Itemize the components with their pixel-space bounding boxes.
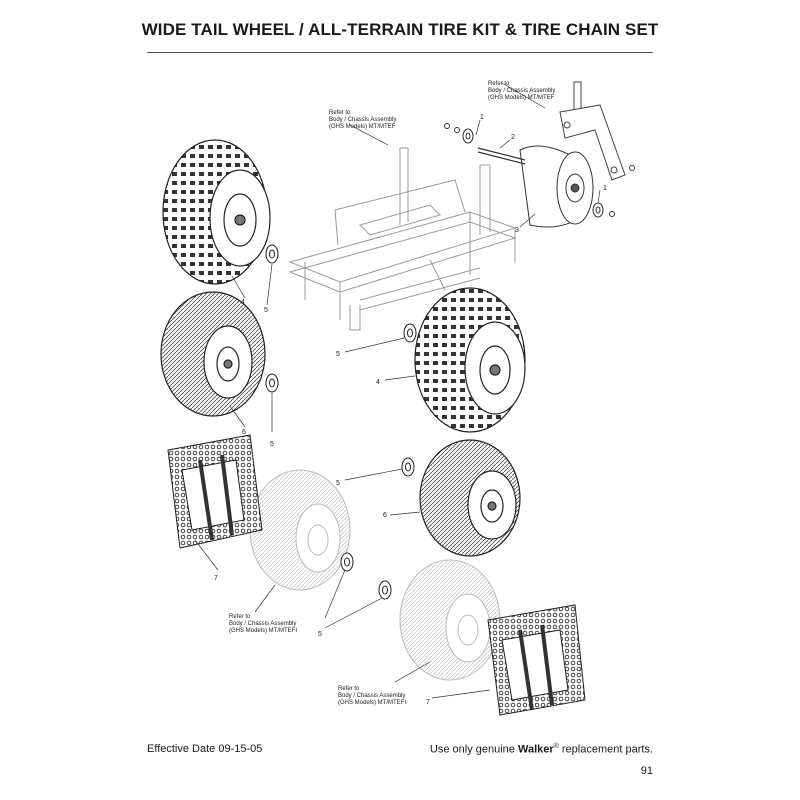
callout-4-mid: 4 bbox=[376, 379, 380, 386]
leader-lines bbox=[194, 82, 601, 699]
spacers bbox=[265, 244, 417, 600]
tagline-suffix: replacement parts. bbox=[561, 743, 653, 756]
svg-text:(GHS Models) MT/MTEFI: (GHS Models) MT/MTEFI bbox=[338, 700, 406, 706]
turf-tire-ghost-left bbox=[249, 469, 351, 591]
callout-7-right: 7 bbox=[426, 699, 430, 706]
svg-text:(GHS Models) MT/MTEF: (GHS Models) MT/MTEF bbox=[329, 124, 396, 130]
refer-note-1: Refer to Body / Chassis Assembly (GHS Mo… bbox=[488, 81, 555, 101]
tagline-prefix: Use only genuine bbox=[429, 743, 515, 756]
callout-1-right: 1 bbox=[603, 185, 607, 192]
turf-tire-mid-left bbox=[160, 291, 266, 417]
turf-tire-lower-right bbox=[419, 439, 521, 557]
refer-note-2: Refer to Body / Chassis Assembly (GHS Mo… bbox=[329, 110, 396, 130]
callout-5-e: 5 bbox=[318, 631, 322, 638]
page-number: 91 bbox=[640, 765, 653, 777]
brand-name: Walker bbox=[517, 743, 554, 756]
trademark-symbol: ® bbox=[553, 743, 559, 750]
svg-text:Refer to: Refer to bbox=[338, 686, 360, 692]
bearings bbox=[444, 123, 635, 218]
all-terrain-tire-mid-right bbox=[414, 287, 526, 433]
chassis-frame bbox=[288, 147, 517, 331]
callout-labels: 1 2 3 1 4 5 5 4 6 5 5 6 7 5 7 bbox=[214, 114, 607, 706]
callout-6-left: 6 bbox=[242, 429, 246, 436]
fork-bracket bbox=[559, 81, 626, 181]
svg-text:Body / Chassis Assembly: Body / Chassis Assembly bbox=[488, 88, 555, 94]
svg-text:Body / Chassis Assembly: Body / Chassis Assembly bbox=[338, 693, 405, 699]
svg-text:(GHS Models) MT/MTEFI: (GHS Models) MT/MTEFI bbox=[229, 628, 297, 634]
title-divider bbox=[147, 52, 653, 53]
refer-note-3: Refer to Body / Chassis Assembly (GHS Mo… bbox=[229, 614, 297, 634]
svg-text:Refer to: Refer to bbox=[229, 614, 251, 620]
callout-5-d: 5 bbox=[336, 480, 340, 487]
footer-tagline: Use only genuine Walker® replacement par… bbox=[430, 743, 653, 756]
svg-text:Refer to: Refer to bbox=[329, 110, 351, 116]
tire-chain-left bbox=[167, 434, 263, 549]
svg-text:(GHS Models) MT/MTEF: (GHS Models) MT/MTEF bbox=[488, 95, 555, 101]
callout-5-a: 5 bbox=[264, 307, 268, 314]
callout-2: 2 bbox=[511, 134, 515, 141]
svg-text:Body / Chassis Assembly: Body / Chassis Assembly bbox=[329, 117, 396, 123]
callout-5-b: 5 bbox=[336, 351, 340, 358]
tire-chain-right bbox=[487, 604, 586, 716]
effective-date: Effective Date 09-15-05 bbox=[147, 743, 263, 755]
callout-1-upper: 1 bbox=[480, 114, 484, 121]
wide-tail-wheel bbox=[519, 145, 594, 228]
callout-6-right: 6 bbox=[383, 512, 387, 519]
refer-note-4: Refer to Body / Chassis Assembly (GHS Mo… bbox=[338, 686, 406, 706]
page-title: WIDE TAIL WHEEL / ALL-TERRAIN TIRE KIT &… bbox=[141, 20, 659, 39]
callout-5-c: 5 bbox=[270, 441, 274, 448]
svg-text:Body / Chassis Assembly: Body / Chassis Assembly bbox=[229, 621, 296, 627]
callout-7-left: 7 bbox=[214, 575, 218, 582]
callout-4-upper: 4 bbox=[241, 299, 245, 306]
all-terrain-tire-upper-left bbox=[162, 139, 271, 285]
turf-tire-ghost-right bbox=[399, 559, 501, 681]
callout-3: 3 bbox=[515, 227, 519, 234]
axle bbox=[477, 147, 526, 165]
svg-text:Refer to: Refer to bbox=[488, 81, 510, 87]
